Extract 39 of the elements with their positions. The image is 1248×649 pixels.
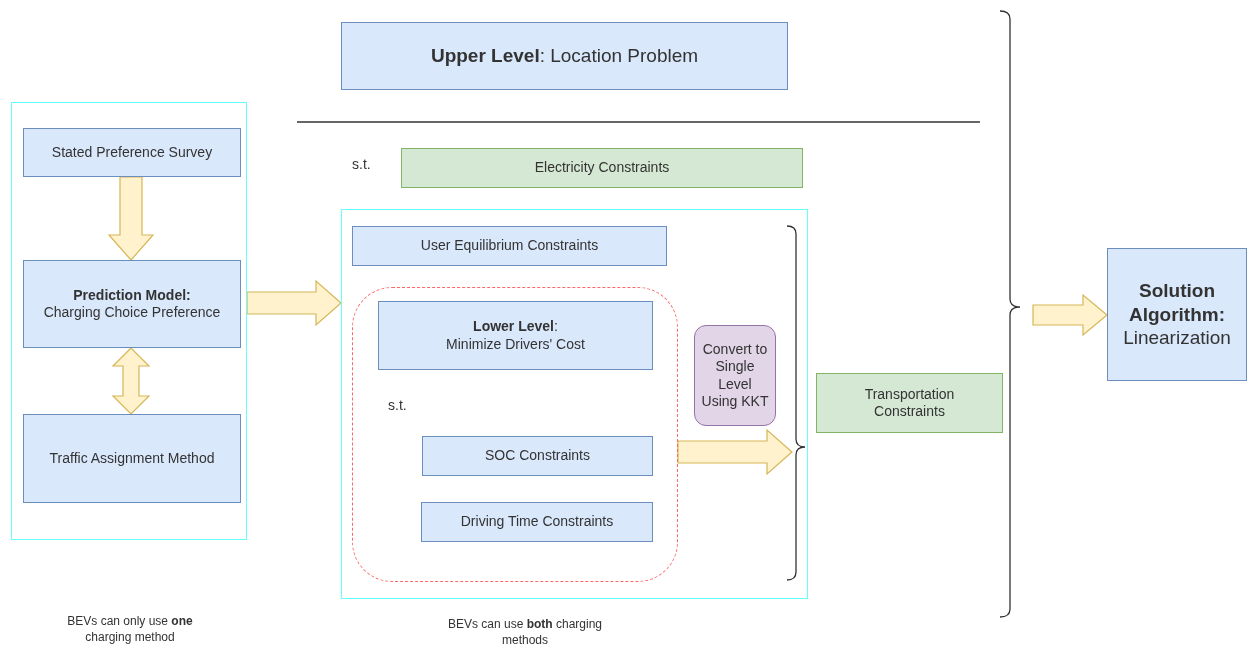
box-text: Stated Preference Survey [51,143,213,162]
double-block-arrow [111,347,151,415]
box-text: Traffic Assignment Method [49,449,215,468]
constraint-box [816,373,1003,433]
block-arrow [677,428,793,476]
box-text: Transportation Constraints [863,385,956,421]
rounded-box [694,325,776,426]
constraint-label: s.t. [352,156,371,172]
frame [341,209,808,599]
frame [11,102,247,540]
process-box [1107,248,1247,381]
process-box [341,22,788,90]
block-arrow [107,176,155,261]
constraint-box [401,148,803,188]
box-heading: Prediction Model: [73,286,191,304]
process-box [23,414,241,503]
process-box [23,260,241,348]
process-box [378,301,653,370]
box-heading: Solution Algorithm: [1127,278,1226,327]
caption-text: BEVs can use both charging methods [446,617,604,649]
constraint-box [421,502,653,542]
box-text: Minimize Drivers' Cost [446,335,585,353]
box-text: Driving Time Constraints [460,513,614,531]
caption-text: BEVs can only use one charging method [66,614,194,646]
box-text: User Equilibrium Constraints [420,237,599,255]
box-text: SOC Constraints [484,447,590,465]
block-arrow [1032,293,1108,337]
box-heading: Lower Level: [473,318,558,336]
constraint-label: s.t. [388,397,407,413]
constraint-box [352,226,667,266]
box-text: Electricity Constraints [534,159,670,177]
block-arrow [246,279,342,327]
constraint-box [422,436,653,476]
dashed-group-frame [352,287,678,582]
box-text: Charging Choice Preference [43,304,221,322]
process-box [23,128,241,177]
box-text: Convert to Single Level Using KKT [700,340,770,411]
box-text: Upper Level: Location Problem [430,44,699,68]
box-text: Linearization [1123,326,1231,351]
